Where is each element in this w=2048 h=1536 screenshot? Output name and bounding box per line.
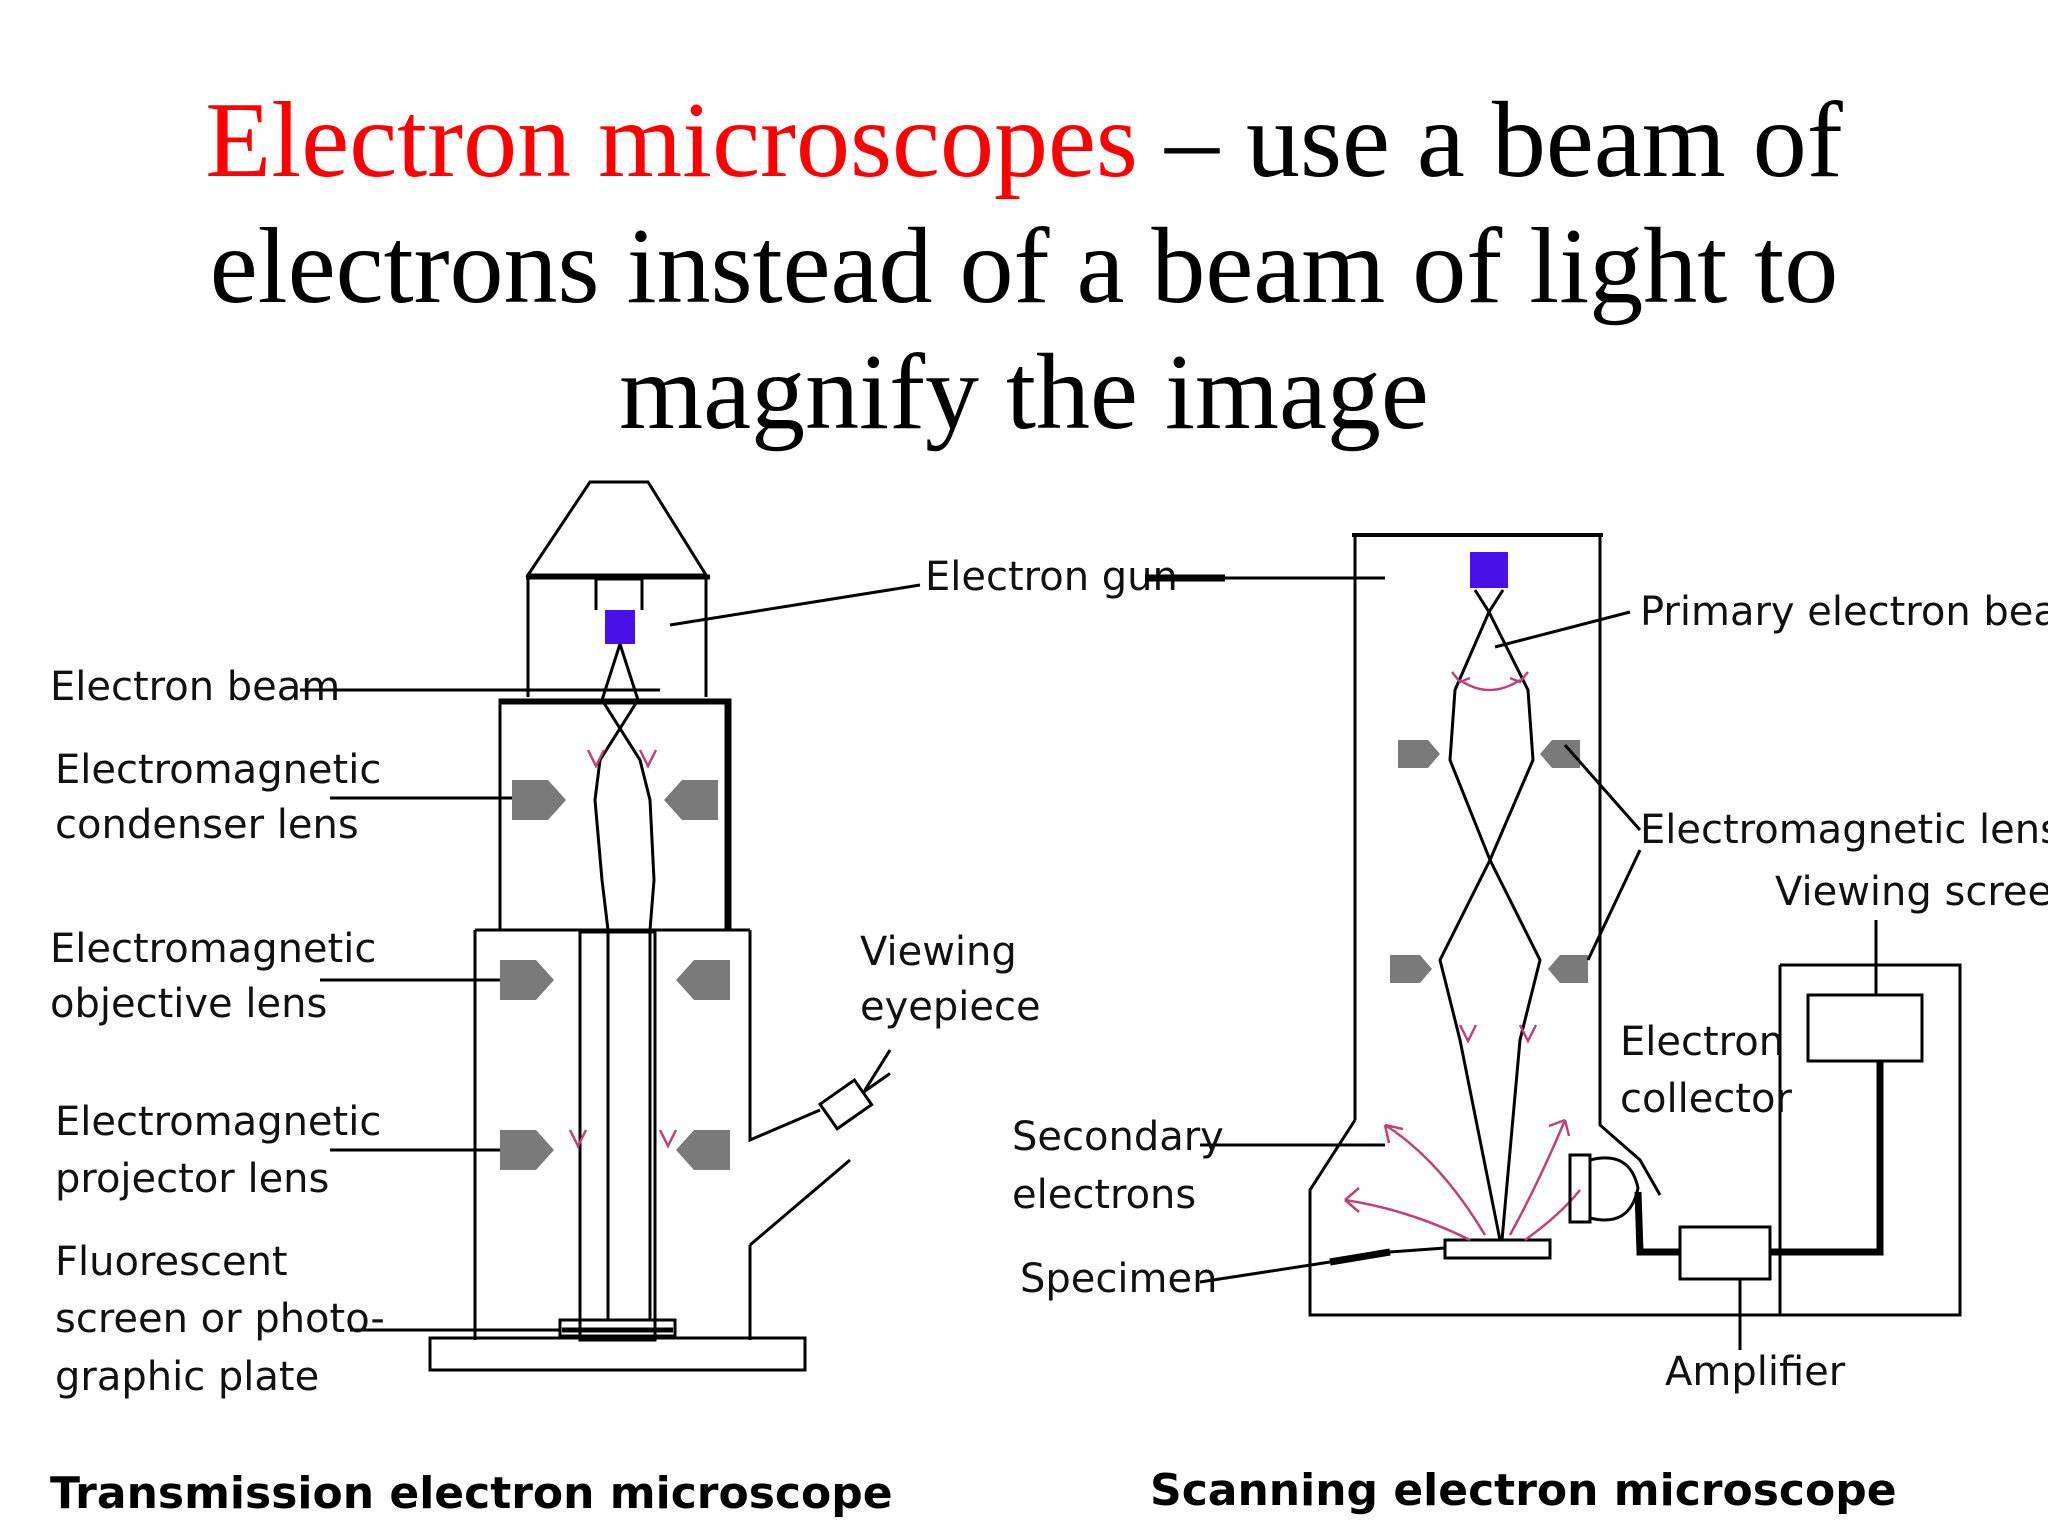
tem-leader-eyepiece — [863, 1049, 892, 1091]
tem-base — [428, 1336, 807, 1372]
label-objective-2: objective lens — [50, 981, 327, 1027]
label-condenser-1: Electromagnetic — [55, 747, 381, 793]
sem-secondary-arrow-1 — [1383, 1123, 1487, 1236]
label-secondary-1: Secondary — [1012, 1114, 1224, 1160]
label-objective-1: Electromagnetic — [50, 926, 376, 972]
tem-inner-tube — [578, 930, 657, 1342]
tem-leader-gun — [669, 583, 921, 627]
tem-projector-lens-left — [500, 1130, 554, 1170]
sem-viewing-screen-box — [1806, 993, 1924, 1063]
label-screen-2: screen or photo- — [55, 1296, 385, 1342]
label-condenser-2: condenser lens — [55, 802, 359, 848]
sem-leader-lens-upper — [1563, 744, 1642, 831]
sem-scan-arrows — [1451, 671, 1529, 692]
sem-beam-arrows — [1458, 1024, 1538, 1044]
tem-beam-left — [593, 643, 640, 1320]
sem-lens-lower-right — [1548, 955, 1588, 983]
title-line-2: electrons instead of a beam of light to — [209, 207, 1839, 326]
label-specimen: Specimen — [1020, 1256, 1217, 1302]
label-amplifier: Amplifier — [1665, 1349, 1846, 1395]
label-eyepiece-2: eyepiece — [860, 984, 1041, 1030]
label-electron-gun: Electron gun — [925, 554, 1178, 600]
label-secondary-2: electrons — [1012, 1172, 1196, 1218]
tem-eyepiece — [817, 1072, 891, 1131]
label-electron-beam: Electron beam — [50, 664, 340, 710]
title-line-3: magnify the image — [619, 333, 1429, 452]
sem-specimen-stage — [1443, 1238, 1552, 1260]
sem-column — [1353, 533, 1662, 1196]
tem-gun-housing-body — [526, 577, 708, 697]
sem-leader-lens-lower — [1586, 849, 1642, 961]
sem-secondary-arrow-4 — [1524, 1189, 1581, 1242]
tem-objective-lens-left — [500, 960, 554, 1000]
sem-leader-specimen — [1199, 1260, 1331, 1284]
sem-leader-primary-beam — [1494, 610, 1631, 649]
tem-beam-right — [600, 643, 656, 1320]
caption-tem: Transmission electron microscope — [50, 1468, 893, 1519]
sem-collector-cup — [1589, 1156, 1640, 1222]
label-eyepiece-1: Viewing — [860, 929, 1017, 975]
label-screen-1: Fluorescent — [55, 1239, 288, 1285]
tem-field-arrows — [568, 749, 678, 1149]
slide-title: Electron microscopes – use a beam of ele… — [0, 78, 2048, 456]
sem-secondary-arrow-3 — [1508, 1118, 1571, 1236]
title-line-1-rest: – use a beam of — [1137, 81, 1843, 200]
sem-beam-b — [1487, 589, 1542, 1241]
tem-electron-gun-icon — [605, 610, 635, 644]
sem-beam-a — [1438, 589, 1502, 1241]
label-collector-2: collector — [1620, 1076, 1792, 1122]
tem-projector-lens-right — [676, 1130, 730, 1170]
sem-collector-body — [1568, 1153, 1592, 1224]
label-screen-3: graphic plate — [55, 1354, 319, 1400]
tem-diagram — [300, 480, 921, 1372]
sem-lens-upper-left — [1398, 740, 1440, 768]
tem-objective-lens-right — [676, 960, 730, 1000]
label-primary-beam: Primary electron beam — [1640, 589, 2048, 635]
label-collector-1: Electron — [1620, 1019, 1784, 1065]
sem-lens-lower-left — [1390, 955, 1432, 983]
sem-electron-gun-icon — [1470, 552, 1508, 588]
tem-screen-plate — [558, 1318, 677, 1338]
label-projector-1: Electromagnetic — [55, 1099, 381, 1145]
sem-lens-upper-right — [1540, 740, 1580, 768]
sem-leader-specimen-end — [1389, 1246, 1446, 1254]
sem-secondary-arrow-2 — [1344, 1187, 1471, 1242]
caption-sem: Scanning electron microscope — [1150, 1465, 1897, 1516]
tem-condenser-lens-left — [512, 780, 566, 820]
tem-lower-body — [473, 928, 851, 1340]
label-projector-2: projector lens — [55, 1156, 329, 1202]
label-viewing-screen: Viewing screen — [1775, 869, 2048, 915]
title-highlight: Electron microscopes — [205, 81, 1138, 200]
sem-chamber — [1308, 963, 1962, 1317]
sem-amplifier-box — [1678, 1225, 1772, 1281]
sem-leader-specimen-thick — [1329, 1248, 1391, 1266]
sem-wire-screen — [1770, 1061, 1884, 1256]
tem-condenser-lens-right — [664, 780, 718, 820]
label-em-lenses: Electromagnetic lenses — [1640, 807, 2048, 853]
title-line-1: Electron microscopes – use a beam of — [0, 78, 2048, 204]
tem-gun-housing-top — [525, 480, 709, 577]
sem-wire-collector — [1634, 1191, 1680, 1256]
sem-diagram — [1199, 533, 1962, 1350]
